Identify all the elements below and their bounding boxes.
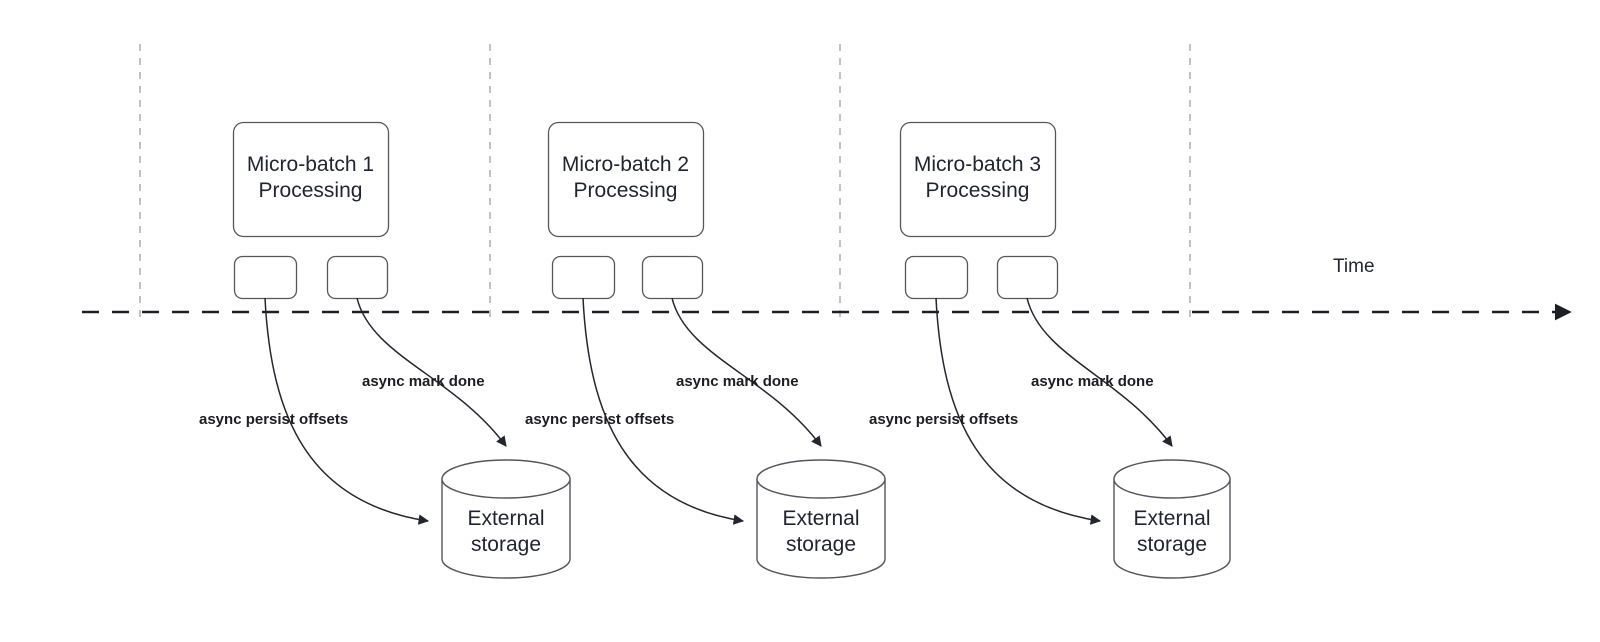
micro-batch-label-1: Micro-batch 1 Processing xyxy=(233,152,388,204)
async-mark-done-label-2-line-1: async mark done xyxy=(676,373,799,390)
async-persist-offsets-3[interactable] xyxy=(935,297,1102,525)
micro-batch-label-3: Micro-batch 3 Processing xyxy=(900,152,1055,204)
task-box-3-markdone[interactable] xyxy=(996,255,1059,300)
async-persist-offsets-label-3-line-1: async persist offsets xyxy=(869,411,1019,428)
storage-cylinder-top-1 xyxy=(441,459,571,499)
async-persist-offsets-label-2-line-1: async persist offsets xyxy=(525,411,675,428)
async-persist-offsets-label-1-line-1: async persist offsets xyxy=(199,411,349,428)
micro-batch-label-3-line-1: Micro-batch 3 xyxy=(913,153,1042,176)
async-mark-done-2[interactable] xyxy=(671,297,822,447)
timeline-label-line-1: Time xyxy=(1333,256,1375,277)
storage-cylinder-top-3 xyxy=(1113,459,1231,499)
storage-label-2-line-1: External xyxy=(782,507,860,530)
micro-batch-label-1-line-2: Processing xyxy=(258,179,363,202)
async-persist-offsets-2[interactable] xyxy=(582,297,745,525)
storage-label-1-line-2: storage xyxy=(470,533,542,556)
micro-batch-box-1[interactable] xyxy=(232,121,390,238)
async-persist-offsets-label-2: async persist offsets xyxy=(525,411,674,428)
task-box-2-markdone[interactable] xyxy=(641,255,704,300)
storage-label-3-line-1: External xyxy=(1133,507,1211,530)
storage-cylinder-body-2[interactable] xyxy=(756,478,886,579)
storage-label-2: External storage xyxy=(756,506,886,558)
micro-batch-label-2-line-1: Micro-batch 2 xyxy=(561,153,690,176)
async-mark-done-label-3-line-1: async mark done xyxy=(1031,373,1154,390)
micro-batch-label-2-line-2: Processing xyxy=(573,179,678,202)
async-mark-done-1[interactable] xyxy=(356,297,507,447)
micro-batch-label-1-line-1: Micro-batch 1 xyxy=(246,153,375,176)
micro-batch-box-2[interactable] xyxy=(547,121,705,238)
task-box-1-offsets[interactable] xyxy=(233,255,298,300)
micro-batch-label-3-line-2: Processing xyxy=(925,179,1030,202)
async-mark-done-label-1: async mark done xyxy=(362,373,485,390)
async-persist-offsets-label-1: async persist offsets xyxy=(199,411,348,428)
micro-batch-label-2: Micro-batch 2 Processing xyxy=(548,152,703,204)
storage-label-3: External storage xyxy=(1107,506,1237,558)
async-mark-done-label-3: async mark done xyxy=(1031,373,1154,390)
task-box-3-offsets[interactable] xyxy=(904,255,969,300)
storage-cylinder-body-3[interactable] xyxy=(1113,478,1231,579)
async-mark-done-3[interactable] xyxy=(1026,297,1173,447)
storage-label-1-line-1: External xyxy=(467,507,545,530)
micro-batch-box-3[interactable] xyxy=(899,121,1057,238)
async-mark-done-label-2: async mark done xyxy=(676,373,799,390)
task-box-1-markdone[interactable] xyxy=(326,255,389,300)
storage-cylinder-top-2 xyxy=(756,459,886,499)
async-mark-done-label-1-line-1: async mark done xyxy=(362,373,485,390)
async-persist-offsets-label-3: async persist offsets xyxy=(869,411,1018,428)
storage-label-3-line-2: storage xyxy=(1136,533,1208,556)
async-persist-offsets-1[interactable] xyxy=(264,297,430,525)
storage-cylinder-body-1[interactable] xyxy=(441,478,571,579)
storage-label-1: External storage xyxy=(441,506,571,558)
task-box-2-offsets[interactable] xyxy=(551,255,616,300)
timeline-label: Time xyxy=(1333,256,1375,278)
storage-label-2-line-2: storage xyxy=(785,533,857,556)
